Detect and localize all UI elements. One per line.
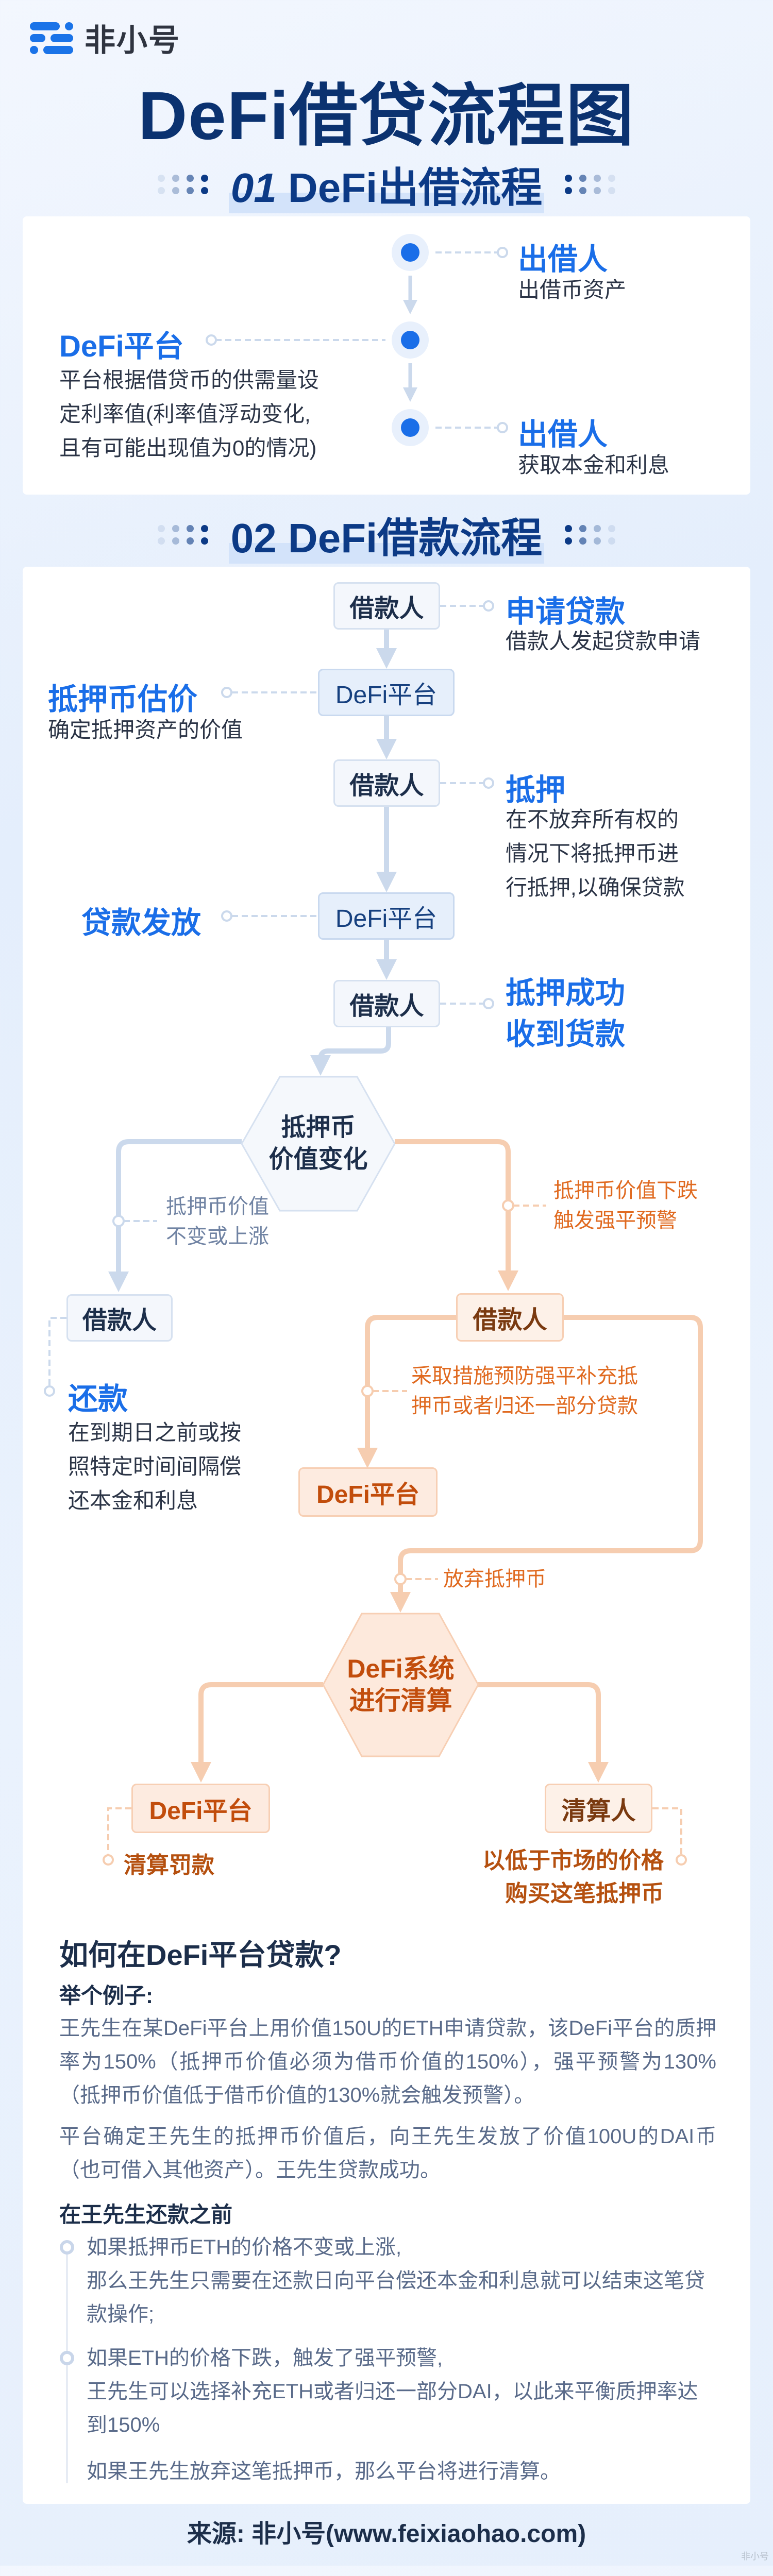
borrow-side-links bbox=[44, 600, 494, 1397]
corner-watermark: 非小号 bbox=[741, 2551, 769, 2562]
step-apply-desc: 借款人发起贷款申请 bbox=[506, 629, 701, 653]
node-defi-platform: DeFi平台 bbox=[318, 892, 455, 940]
step-apply-title: 申请贷款 bbox=[506, 595, 626, 629]
step-lender-title: 出借人 bbox=[518, 243, 608, 276]
penalty-label: 清算罚款 bbox=[124, 1853, 214, 1878]
node-borrower-repay: 借款人 bbox=[66, 1294, 173, 1342]
page-title: DeFi借贷流程图 bbox=[138, 78, 635, 154]
example-label: 举个例子: bbox=[59, 1984, 153, 2008]
node-borrower: 借款人 bbox=[333, 582, 440, 630]
borrow-main-arrows bbox=[108, 630, 397, 1292]
section-number: 02 bbox=[230, 515, 277, 561]
node-liquidator: 清算人 bbox=[545, 1784, 652, 1833]
hex-value-change-label: 抵押币价值变化 bbox=[268, 1114, 368, 1173]
section-title: DeFi出借流程 bbox=[288, 165, 543, 211]
decor-dots-icon bbox=[565, 525, 616, 545]
node-borrower: 借款人 bbox=[333, 759, 440, 807]
repay-title: 还款 bbox=[68, 1382, 128, 1416]
source-footer: 来源: 非小号(www.feixiaohao.com) bbox=[187, 2520, 586, 2548]
logo-icon bbox=[30, 21, 77, 55]
abandon-collateral-label: 放弃抵押币 bbox=[443, 1568, 546, 1590]
step-platform-desc: 平台根据借贷币的供需量设定利率值(利率值浮动变化,且有可能出现值为0的情况) bbox=[59, 368, 320, 460]
hex-liquidation-label: DeFi系统进行清算 bbox=[347, 1654, 455, 1715]
timeline-dot-icon bbox=[401, 331, 419, 349]
node-defi-platform-orange: DeFi平台 bbox=[298, 1467, 438, 1517]
liquidation-side-links bbox=[103, 1199, 687, 1866]
section-1-heading: 01 DeFi出借流程 bbox=[0, 155, 773, 213]
step-valuation-title: 抵押币估价 bbox=[48, 683, 198, 716]
howto-title: 如何在DeFi平台贷款? bbox=[59, 1932, 345, 1976]
node-defi-platform-liquidation: DeFi平台 bbox=[131, 1784, 270, 1833]
section-2-heading: 02 DeFi借款流程 bbox=[0, 505, 773, 564]
step-lender-return-title: 出借人 bbox=[518, 418, 608, 451]
prevent-liquidation-label: 采取措施预防强平补充抵押币或者归还一部分贷款 bbox=[411, 1365, 638, 1417]
step-success-title: 抵押成功收到货款 bbox=[506, 976, 626, 1051]
logo-text: 非小号 bbox=[85, 23, 180, 58]
before-repay-label: 在王先生还款之前 bbox=[59, 2202, 233, 2227]
bullet-item: 如果ETH的价格下跌，触发了强平预警,王先生可以选择补充ETH或者归还一部分DA… bbox=[87, 2347, 698, 2483]
step-platform-title: DeFi平台 bbox=[59, 330, 184, 363]
step-valuation-desc: 确定抵押资产的价值 bbox=[48, 718, 243, 742]
timeline-section-1 bbox=[206, 234, 508, 446]
brand-logo: 非小号 bbox=[30, 15, 180, 60]
step-collateral-title: 抵押 bbox=[506, 773, 566, 807]
section-title: DeFi借款流程 bbox=[288, 515, 543, 561]
example-paragraph-2: 平台确定王先生的抵押币价值后，向王先生发放了价值100U的DAI币（也可借入其他… bbox=[59, 2125, 716, 2181]
section-number: 01 bbox=[230, 165, 277, 211]
decor-dots-icon bbox=[157, 175, 208, 194]
step-collateral-desc: 在不放弃所有权的情况下将抵押币进行抵押,以确保贷款 bbox=[506, 807, 685, 900]
hexagon-liquidation bbox=[322, 1613, 479, 1757]
bullet-item: 如果抵押币ETH的价格不变或上涨,那么王先生只需要在还款日向平台偿还本金和利息就… bbox=[87, 2236, 705, 2326]
branch-stable-label: 抵押币价值不变或上涨 bbox=[166, 1195, 269, 1248]
example-paragraph-1: 王先生在某DeFi平台上用价值150U的ETH申请贷款，该DeFi平台的质押率为… bbox=[59, 2017, 716, 2107]
bullet-icon bbox=[60, 2240, 74, 2255]
lending-flow-card bbox=[23, 216, 750, 495]
node-defi-platform: DeFi平台 bbox=[318, 669, 455, 716]
step-disburse-title: 贷款发放 bbox=[81, 906, 201, 940]
decor-dots-icon bbox=[157, 525, 208, 545]
bullet-icon bbox=[60, 2351, 74, 2365]
repay-desc: 在到期日之前或按照特定时间间隔偿还本金和利息 bbox=[68, 1420, 242, 1513]
step-lender-desc: 出借币资产 bbox=[518, 278, 627, 302]
step-lender-return-desc: 获取本金和利息 bbox=[518, 453, 670, 477]
timeline-dot-icon bbox=[401, 243, 419, 262]
branch-drop-label: 抵押币价值下跌触发强平预警 bbox=[553, 1179, 698, 1232]
liquidator-buy-label: 以低于市场的价格购买这笔抵押币 bbox=[482, 1848, 664, 1906]
node-borrower-warning: 借款人 bbox=[456, 1293, 564, 1342]
liquidation-arrows bbox=[191, 1139, 703, 1783]
decor-dots-icon bbox=[565, 175, 616, 194]
timeline-dot-icon bbox=[401, 418, 419, 437]
node-borrower: 借款人 bbox=[333, 980, 440, 1027]
